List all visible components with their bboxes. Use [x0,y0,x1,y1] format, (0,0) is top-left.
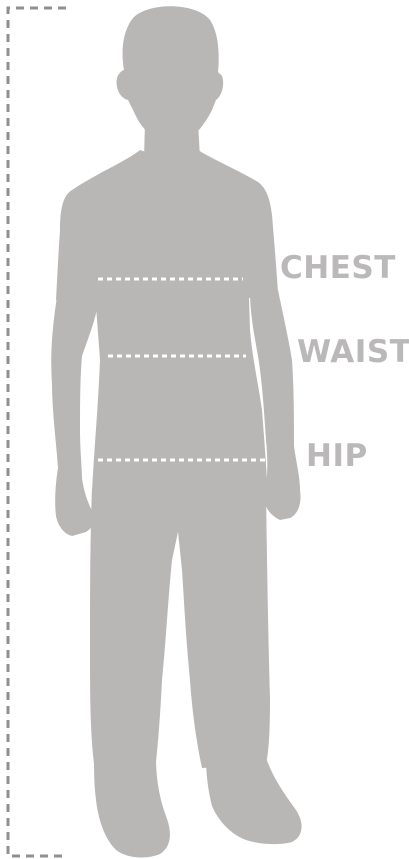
waist-label: WAIST [297,337,409,368]
child-silhouette [51,6,301,857]
hip-label: HIP [306,441,368,472]
chest-label: CHEST [280,253,396,284]
